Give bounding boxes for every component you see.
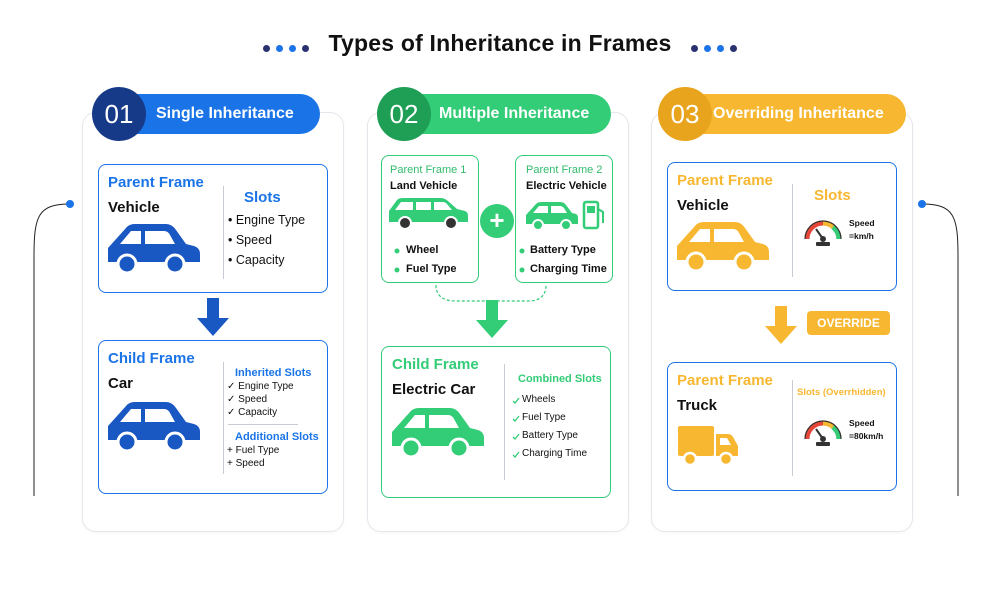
page-title: Types of Inheritance in Frames [328,30,672,56]
overriding-parent-gauge-label: Speed [849,218,875,228]
single-child-name: Car [108,375,134,392]
multiple-parent1-heading: Parent Frame 1 [390,164,467,176]
overriding-child-heading: Parent Frame [677,372,773,389]
single-additional-slot: + Fuel Type [227,445,280,456]
single-inherited-heading: Inherited Slots [235,367,312,379]
plus-icon: + [489,205,505,235]
single-parent-divider [223,186,224,279]
single-parent-slot: • Speed [228,233,272,247]
override-badge: OVERRIDE [807,311,890,335]
multiple-pill-label: Multiple Inheritance [439,105,590,122]
multiple-inheritance-pill: 02 Multiple Inheritance [377,87,611,141]
multiple-parent1-name: Land Vehicle [390,180,458,192]
car-icon [677,222,769,273]
single-parent-slot: • Capacity [228,253,285,267]
multiple-parent2-name: Electric Vehicle [526,180,607,192]
speedometer-icon [804,220,842,246]
single-additional-heading: Additional Slots [235,431,319,443]
multiple-combined-heading: Combined Slots [518,373,602,385]
single-parent-card [98,164,328,293]
speedometer-icon [804,420,842,446]
overriding-number-badge: 03 [658,87,712,141]
page-title-row: Types of Inheritance in Frames [0,30,1000,58]
multiple-combined-slot: Wheels [522,394,556,405]
single-parent-slot: • Engine Type [228,213,306,227]
multiple-parent2-heading: Parent Frame 2 [526,164,603,176]
single-inherited-slot: ✓ Engine Type [227,381,294,392]
bullet-dot-icon [519,267,525,273]
check-icon [512,433,520,440]
multiple-combined-slot: Charging Time [522,448,588,459]
title-dots-left [260,31,312,58]
bullet-dot-icon [394,267,400,273]
bullet-dot-icon [519,248,525,254]
single-child-divider [223,362,224,474]
multiple-parent1-slot: Wheel [406,244,439,256]
overriding-parent-slots-heading: Slots [814,187,851,204]
multiple-number-badge: 02 [377,87,431,141]
multiple-parent2-slot: Charging Time [530,263,607,275]
multiple-parent1-slot: Fuel Type [406,263,457,275]
arrow-down-icon [476,300,508,338]
multiple-child-heading: Child Frame [392,356,479,373]
single-inherited-slot: ✓ Speed [227,394,268,405]
override-badge-label: OVERRIDE [817,316,880,330]
right-connector-decoration [918,200,959,496]
plus-badge: + [480,204,514,238]
car-icon [108,402,200,453]
check-icon [512,415,520,422]
overriding-parent-name: Vehicle [677,197,729,214]
overriding-child-gauge-value: =80km/h [849,431,884,441]
multiple-child-name: Electric Car [392,381,476,398]
bullet-dot-icon [394,248,400,254]
suv-icon [389,198,468,230]
arrow-down-icon [765,306,797,344]
electric-car-icon [526,200,604,231]
single-additional-slot: + Speed [227,458,265,469]
overriding-child-name: Truck [677,397,718,414]
check-icon [512,451,520,458]
car-icon [108,224,200,275]
overriding-pill-label: Overriding Inheritance [713,105,884,122]
multiple-child-divider [504,364,505,480]
single-inheritance-pill: 01 Single Inheritance [92,87,320,141]
single-parent-name: Vehicle [108,199,160,216]
truck-icon [678,426,738,467]
single-parent-slots-heading: Slots [244,189,281,206]
single-inherited-slot: ✓ Capacity [227,407,278,418]
single-child-separator [228,424,298,425]
overriding-child-gauge-label: Speed [849,418,875,428]
single-parent-heading: Parent Frame [108,174,204,191]
overriding-child-slots-heading: Slots (Overrhidden) [797,387,886,398]
multiple-combined-slot: Battery Type [522,430,578,441]
overriding-inheritance-pill: 03 Overriding Inheritance [658,87,906,141]
overriding-parent-divider [792,184,793,277]
single-number-badge: 01 [92,87,146,141]
single-child-heading: Child Frame [108,350,195,367]
check-icon [512,397,520,404]
left-connector-decoration [33,200,74,496]
title-dots-right [688,31,740,58]
overriding-parent-heading: Parent Frame [677,172,773,189]
single-pill-label: Single Inheritance [156,105,294,122]
overriding-parent-gauge-value: =km/h [849,231,874,241]
arrow-down-icon [197,298,229,336]
multiple-combined-slot: Fuel Type [522,412,566,423]
electric-car-icon [392,408,484,459]
multiple-parent2-slot: Battery Type [530,244,596,256]
overriding-child-divider [792,380,793,476]
